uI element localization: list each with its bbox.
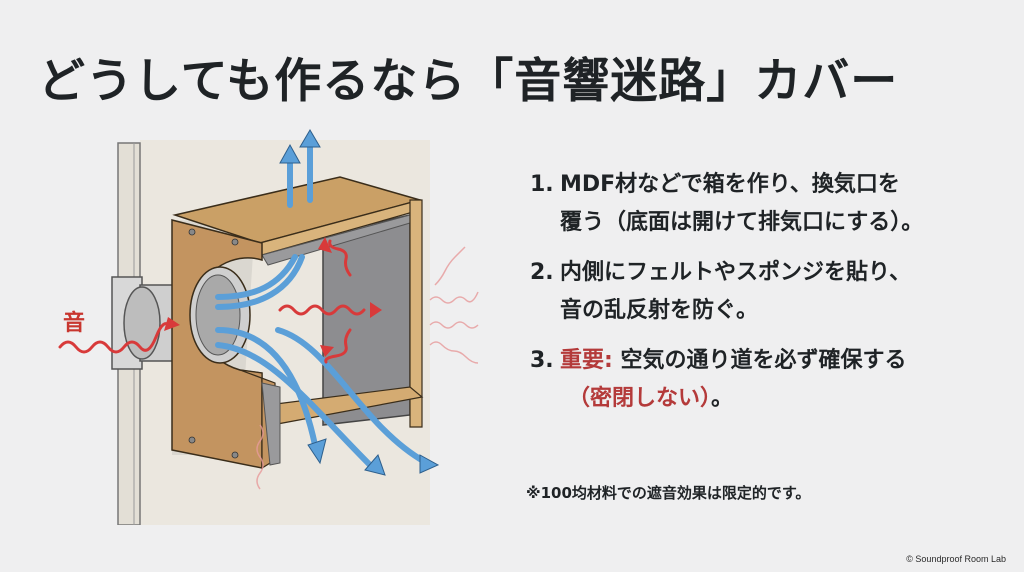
step-2: 2. 内側にフェルトやスポンジを貼り、 音の乱反射を防ぐ。: [530, 254, 1000, 330]
leaking-sound-waves: [256, 246, 479, 490]
important-label: 重要:: [560, 348, 613, 373]
step-number: 3.: [530, 348, 554, 373]
step-text: MDF材などで箱を作り、換気口を: [560, 172, 900, 197]
no-seal-warning: （密閉しない）: [568, 386, 712, 411]
airflow-arrows: [215, 142, 428, 468]
step-1: 1. MDF材などで箱を作り、換気口を 覆う（底面は開けて排気口にする）。: [530, 166, 1000, 242]
step-text: 覆う（底面は開けて排気口にする）。: [560, 210, 924, 235]
sound-wave-arrows: [58, 239, 366, 364]
acoustic-maze-cover-illustration: 音: [40, 125, 520, 526]
step-text: 内側にフェルトやスポンジを貼り、: [560, 260, 912, 285]
steps-list: 1. MDF材などで箱を作り、換気口を 覆う（底面は開けて排気口にする）。 2.…: [530, 166, 1000, 430]
sound-label: 音: [63, 310, 85, 336]
screw-icons: [188, 228, 239, 459]
disclaimer-note: ※100均材料での遮音効果は限定的です。: [526, 484, 811, 502]
sound-arrowhead: [164, 317, 180, 331]
step-text: 音の乱反射を防ぐ。: [560, 298, 759, 323]
step-number: 2.: [530, 260, 554, 285]
step-text: 空気の通り道を必ず確保する: [612, 348, 907, 373]
credit-label: © Soundproof Room Lab: [906, 554, 1006, 564]
step-text: 。: [711, 386, 734, 411]
step-3: 3. 重要: 空気の通り道を必ず確保する （密閉しない）。: [530, 342, 1000, 418]
page-title: どうしても作るなら「音響迷路」カバー: [38, 54, 899, 109]
step-number: 1.: [530, 172, 554, 197]
